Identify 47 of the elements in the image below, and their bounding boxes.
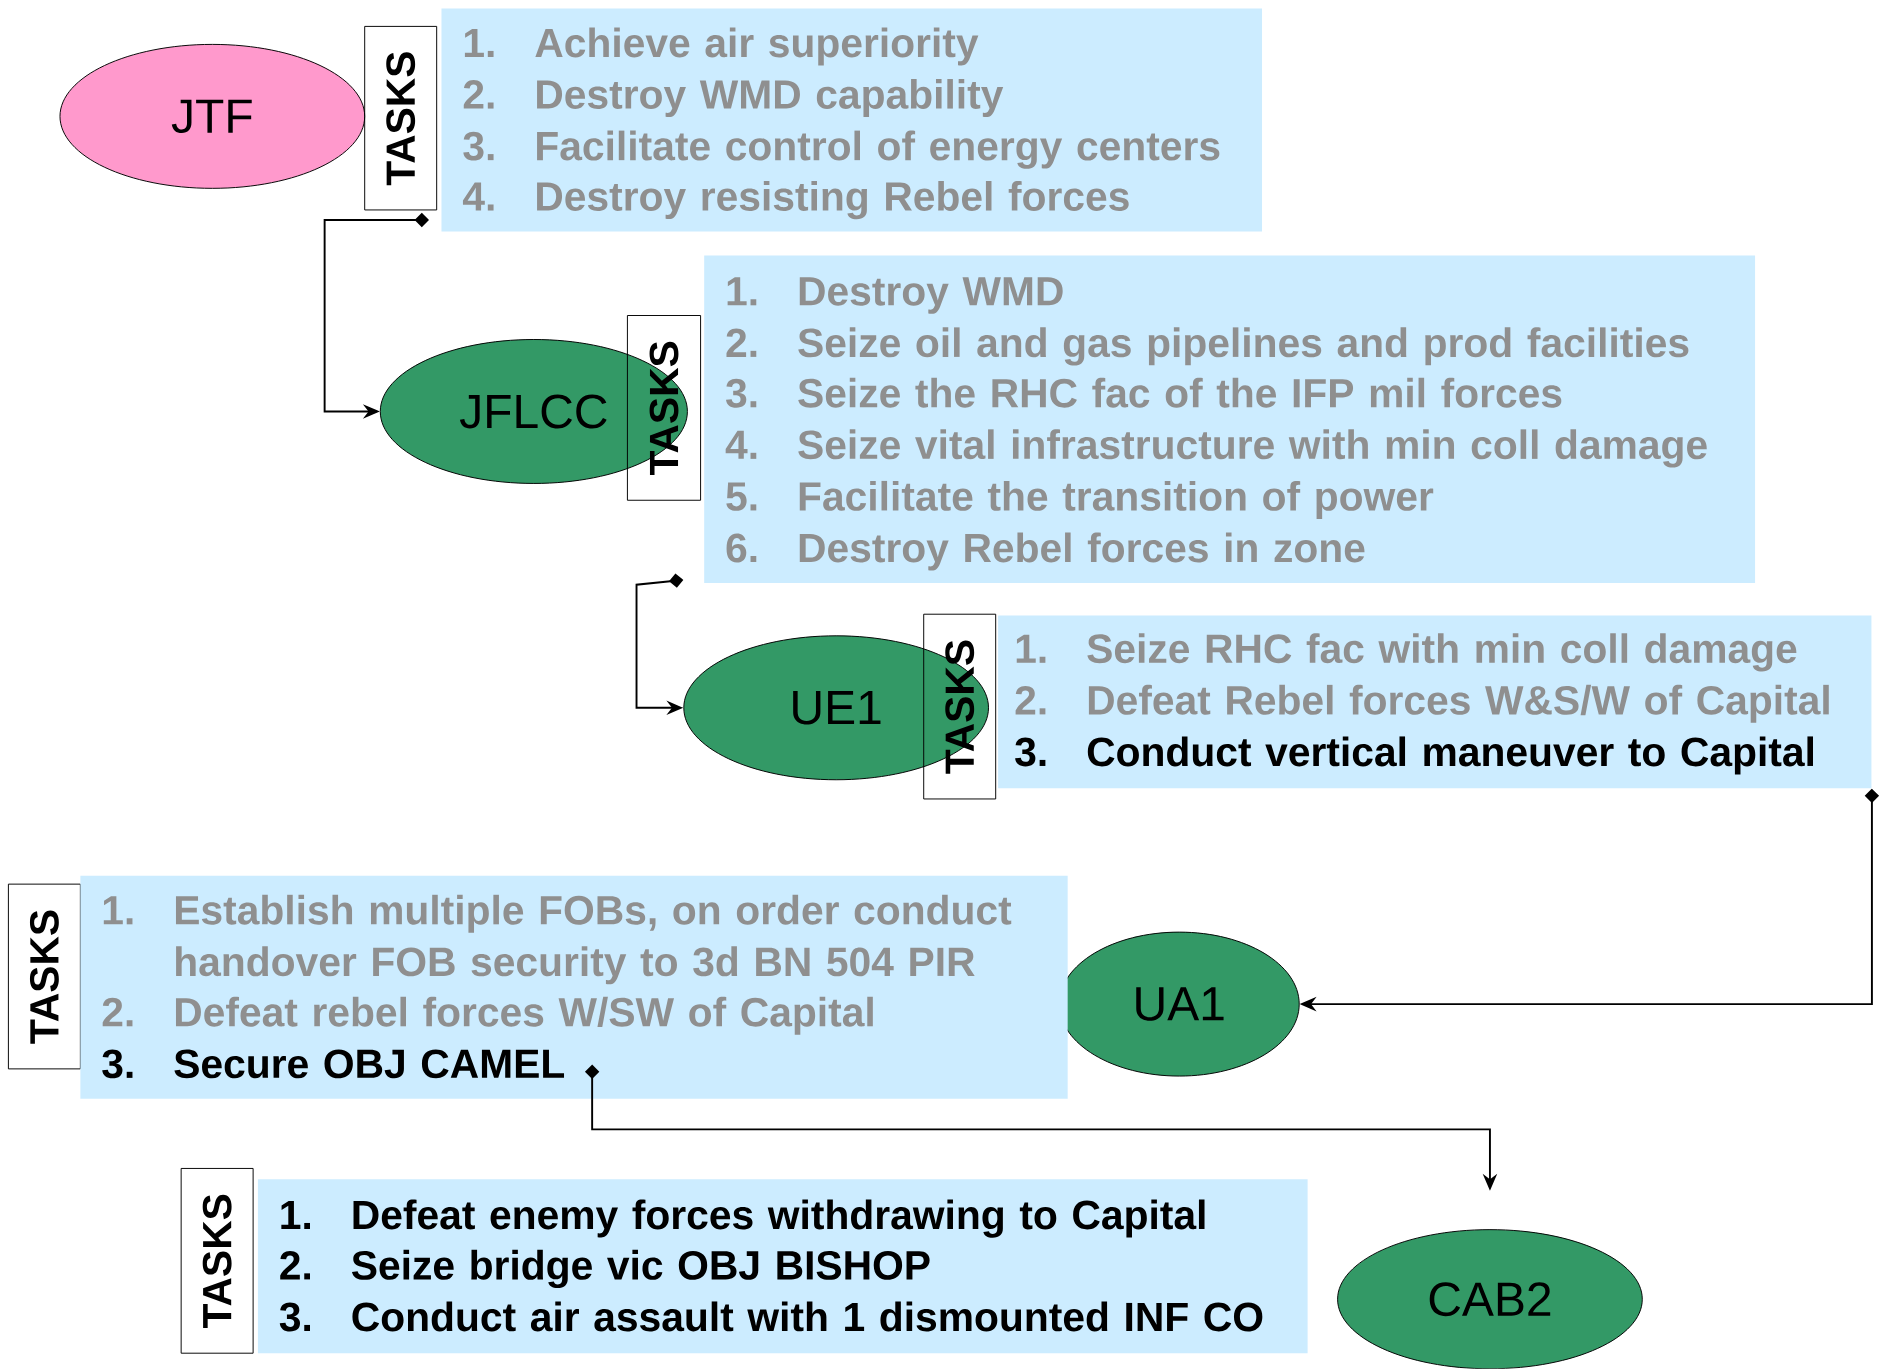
task-text: Seize oil and gas pipelines and prod facilities: [798, 327, 1689, 366]
list-number: 3.: [726, 378, 757, 408]
list-number: 2.: [463, 80, 494, 109]
list-number: 2.: [1015, 686, 1046, 715]
list-number: 1.: [281, 1201, 310, 1230]
task-text: Secure OBJ CAMEL: [174, 1049, 564, 1079]
list-number: 2.: [280, 1251, 310, 1280]
list-number: 3.: [463, 131, 494, 161]
list-number: 4.: [725, 430, 757, 459]
task-list-panel: [80, 875, 1068, 1099]
task-text: Establish multiple FOBs, on order conduct handover FOB security to 3d BN 504 PIR: [176, 894, 1012, 985]
list-number: 1.: [727, 277, 757, 306]
task-text: Defeat Rebel forces W&S/W of Capital: [1088, 684, 1829, 723]
task-text: Facilitate the transition of power: [799, 481, 1434, 519]
task-list-panel: [441, 8, 1262, 232]
list-number: 4.: [462, 182, 494, 211]
list-number: 3.: [279, 1302, 310, 1332]
task-list-panel: [257, 1179, 1308, 1354]
task-text: Facilitate control of energy centers: [537, 130, 1220, 169]
task-text: Seize RHC fac with min coll damage: [1087, 633, 1797, 672]
task-text: Seize bridge vic OBJ BISHOP: [351, 1250, 930, 1289]
task-text: Destroy WMD capability: [537, 79, 1004, 118]
list-number: 5.: [726, 482, 757, 511]
task-text: Defeat rebel forces W/SW of Capital: [176, 996, 873, 1035]
tasks-tab: TASKS: [626, 315, 702, 501]
task-text: Defeat enemy forces withdrawing to Capital: [353, 1199, 1205, 1238]
tasks-tab: TASKS: [364, 26, 438, 211]
list-number: 1.: [103, 896, 133, 925]
list-number: 2.: [102, 997, 133, 1027]
list-number: 3.: [1015, 737, 1046, 767]
task-text: Destroy WMD: [799, 277, 1063, 314]
task-text: Seize the RHC fac of the IFP mil forces: [798, 377, 1562, 408]
list-number: 1.: [464, 29, 494, 58]
task-text: Destroy resisting Rebel forces: [537, 181, 1129, 220]
list-number: 6.: [726, 533, 757, 563]
task-text: Conduct vertical maneuver to Capital: [1087, 736, 1813, 775]
task-text: Seize vital infrastructure with min coll damage: [798, 429, 1707, 468]
task-text: Achieve air superiority: [535, 27, 979, 66]
list-number: 2.: [726, 328, 757, 357]
task-text: Destroy Rebel forces in zone: [799, 532, 1365, 571]
task-list-panel: [704, 255, 1756, 584]
list-number: 3.: [102, 1049, 133, 1079]
tasks-tab: TASKS: [923, 613, 997, 800]
task-list-panel: [998, 615, 1872, 789]
list-number: 1.: [1016, 634, 1046, 663]
task-text: Conduct air assault with 1 dismounted INF CO: [352, 1301, 1263, 1332]
tasks-tab: TASKS: [180, 1168, 254, 1354]
